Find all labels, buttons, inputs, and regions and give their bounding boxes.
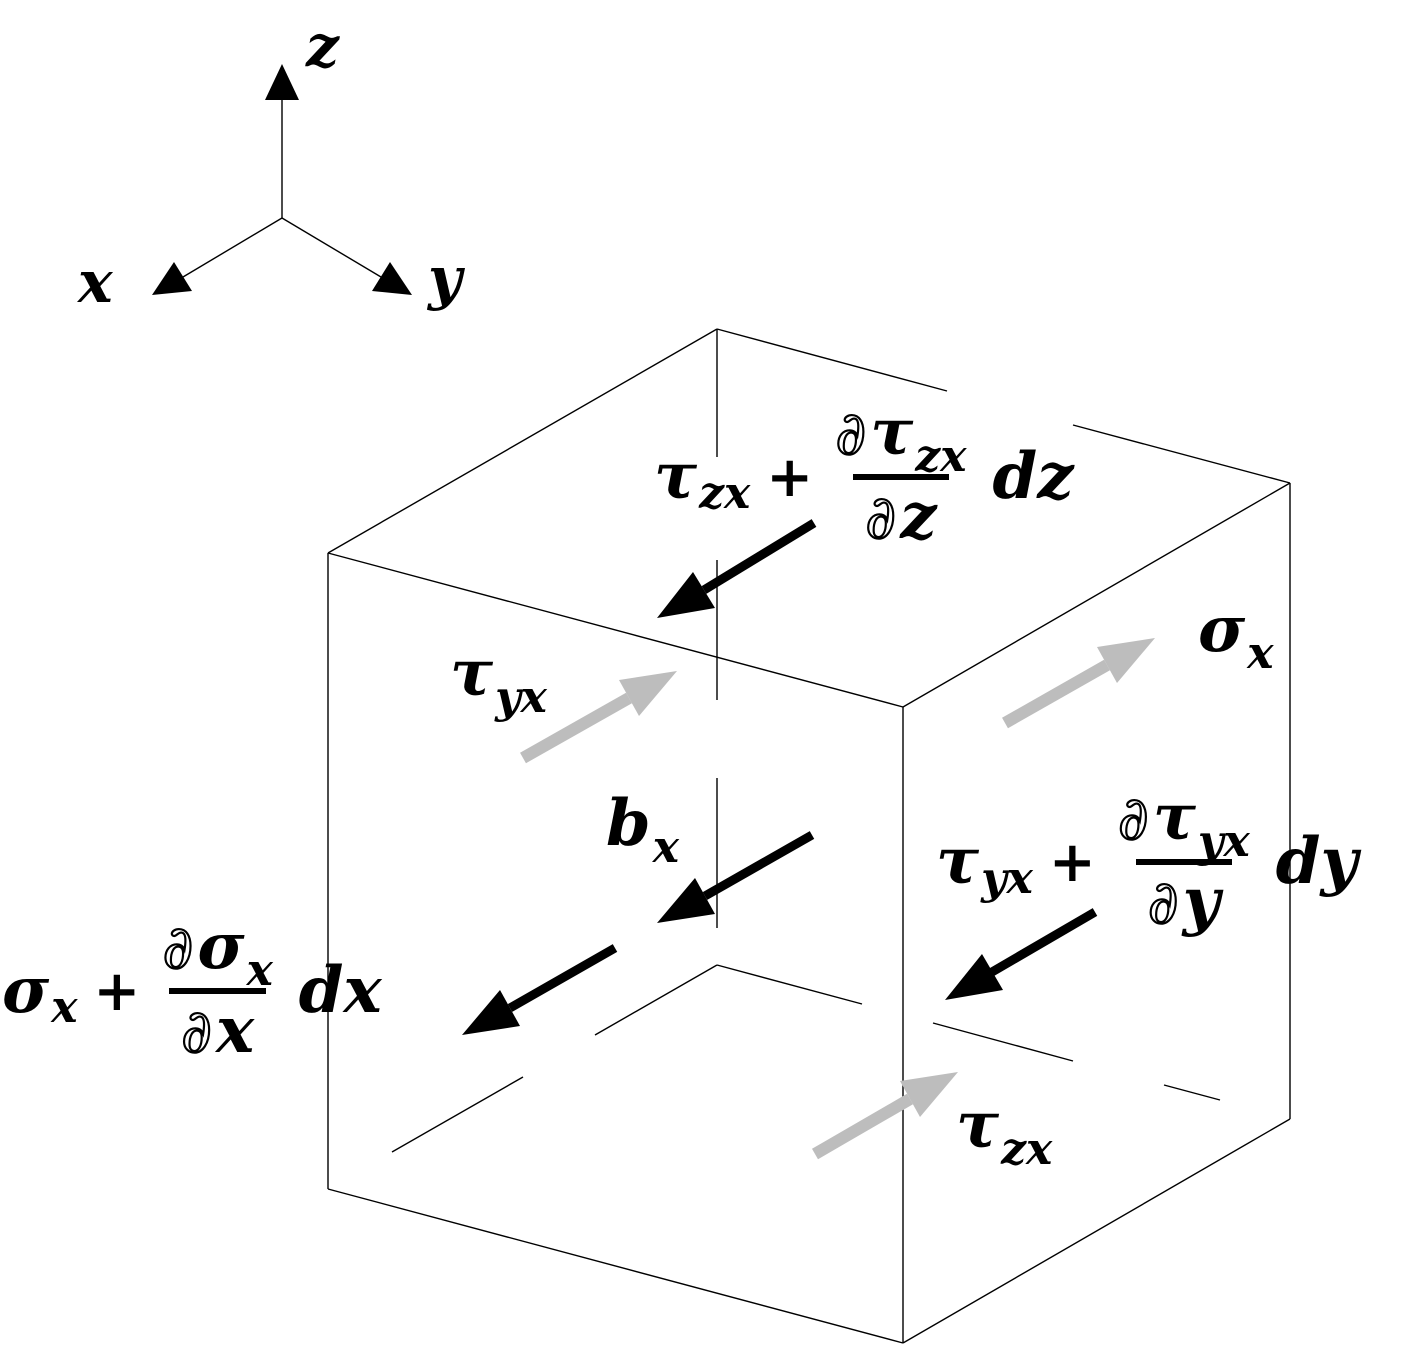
subscript: zx [915, 431, 967, 482]
fraction-denominator: ∂x [168, 988, 267, 1072]
variable: y [1182, 864, 1220, 939]
b-symbol: b [606, 786, 651, 861]
plus-sign: + [1048, 829, 1096, 895]
cube-edge-bottom-back-left-dash-1 [594, 964, 718, 1036]
subscript: x [51, 982, 78, 1033]
arrowhead-icon [619, 671, 677, 716]
cube-edge-bottom-back-right-dash-2 [932, 1022, 1074, 1062]
arrow-tau-zx-plus-top [657, 519, 817, 618]
tau-symbol: τ [450, 636, 494, 711]
arrow-shaft [701, 519, 817, 594]
partial-icon: ∂ [834, 398, 867, 470]
label-sigma-x: σx [1198, 598, 1273, 676]
cube-hidden-edges [391, 329, 1221, 1153]
cube-edge-top-front-right [902, 482, 1291, 708]
axis-x-line [182, 217, 283, 278]
label-tau-yx: τyx [450, 642, 547, 720]
cube-visible-edges [327, 328, 1291, 1344]
partial-icon: ∂ [161, 912, 194, 984]
axis-label-y: y [428, 244, 462, 312]
plus-sign: + [766, 444, 814, 510]
tau-symbol: τ [956, 1088, 1000, 1163]
subscript: x [246, 945, 273, 996]
axis-z-text: z [306, 12, 339, 80]
fraction-denominator: ∂z [853, 474, 949, 558]
tau-symbol: τ [870, 395, 914, 470]
differential: dy [1275, 824, 1358, 899]
cube-edge-bottom-front-right [902, 1118, 1291, 1344]
arrow-sigma-x-plus-front [462, 944, 618, 1035]
fraction-denominator: ∂y [1135, 859, 1232, 943]
subscript: yx [981, 853, 1033, 904]
sigma-symbol: σ [2, 953, 50, 1028]
label-body-force-bx: bx [606, 792, 679, 870]
arrow-shaft [1002, 659, 1110, 729]
arrowhead-icon [1097, 638, 1155, 683]
axis-label-x: x [78, 248, 113, 316]
tau-symbol: τ [654, 439, 698, 514]
cube-edge-top-back-right-b [1072, 424, 1291, 484]
subscript: x [652, 822, 679, 873]
variable: x [216, 993, 255, 1068]
partial-icon: ∂ [180, 996, 213, 1068]
arrow-tau-yx-plus-right [945, 908, 1098, 1000]
cube-edge-top-front-left [327, 552, 904, 708]
partial-icon: ∂ [1147, 867, 1180, 939]
arrow-shaft [520, 692, 632, 764]
arrowhead-icon [462, 990, 520, 1035]
coordinate-axes [152, 64, 412, 295]
tau-symbol: τ [1152, 780, 1196, 855]
axis-x-arrowhead-icon [152, 262, 192, 295]
partial-icon: ∂ [864, 482, 897, 554]
arrow-tau-zx-bottom [811, 1072, 958, 1160]
differential: dx [298, 953, 382, 1028]
axis-y-text: y [428, 244, 462, 312]
cube-edge-bottom-back-right-dash-1 [716, 964, 863, 1005]
axis-y-line [281, 217, 382, 278]
cube-edge-bottom-front-left [327, 1188, 904, 1344]
variable: z [900, 479, 937, 554]
subscript: yx [1197, 816, 1250, 867]
arrowhead-icon [945, 954, 1003, 1000]
arrow-shaft [507, 944, 618, 1012]
arrowhead-icon [657, 878, 715, 923]
subscript: yx [495, 672, 547, 723]
arrow-shaft [811, 1093, 914, 1160]
arrow-shaft [702, 831, 815, 900]
tau-symbol: τ [936, 824, 980, 899]
differential: dz [992, 439, 1074, 514]
subscript: zx [699, 468, 751, 519]
subscript: zx [1001, 1124, 1053, 1175]
axis-z-arrowhead-icon [265, 64, 299, 100]
arrowhead-icon [900, 1072, 958, 1117]
partial-icon: ∂ [1117, 783, 1150, 855]
label-tau-zx: τzx [956, 1094, 1052, 1172]
axis-label-z: z [306, 12, 339, 80]
arrow-body-force-bx [657, 831, 815, 923]
sigma-symbol: σ [1198, 592, 1246, 667]
arrow-shaft [989, 908, 1098, 976]
cube-edge-top-back-right-a [716, 328, 948, 392]
arrow-tau-yx-near [520, 671, 677, 764]
subscript: x [1247, 628, 1274, 679]
cube-edge-bottom-back-left-dash-2 [391, 1076, 524, 1153]
cube-edge-top-back-left [327, 328, 718, 554]
plus-sign: + [93, 958, 141, 1024]
arrowhead-icon [657, 572, 715, 618]
axis-x-text: x [78, 248, 113, 316]
sigma-symbol: σ [197, 909, 245, 984]
arrow-sigma-x-back [1002, 638, 1155, 729]
cube-edge-bottom-back-right-dash-3 [1163, 1084, 1221, 1101]
axis-y-arrowhead-icon [372, 262, 412, 295]
